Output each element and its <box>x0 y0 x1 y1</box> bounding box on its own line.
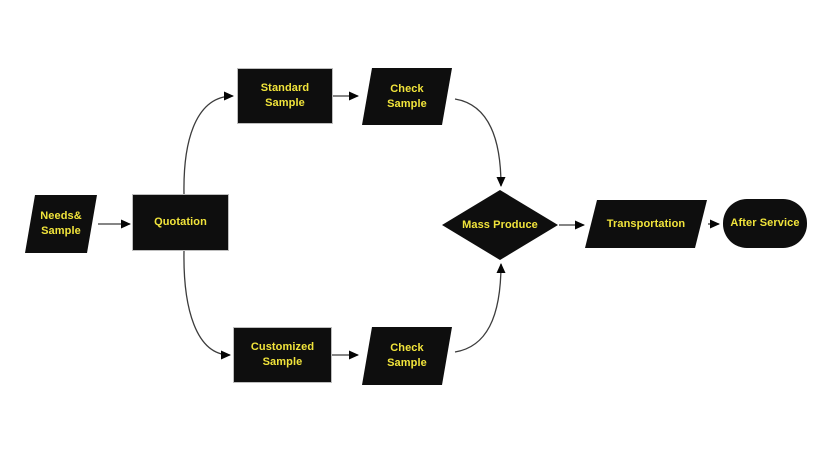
node-needs-sample-label: Needs& Sample <box>40 210 82 237</box>
node-transportation-label: Transportation <box>606 217 686 230</box>
node-quotation-label: Quotation <box>154 216 207 229</box>
node-needs-sample: Needs& Sample <box>25 195 97 253</box>
node-transportation: Transportation <box>585 200 707 248</box>
node-check-sample-bottom: Check Sample <box>362 327 452 385</box>
node-after-service: After Service <box>723 199 807 248</box>
edge-check-top-to-mass-produce <box>454 98 506 187</box>
node-quotation: Quotation <box>133 195 228 250</box>
node-standard-sample-label: Standard Sample <box>260 82 310 109</box>
node-customized-sample: Customized Sample <box>234 328 331 382</box>
node-check-sample-top-label: Check Sample <box>387 82 427 110</box>
edge-quotation-to-customized <box>183 250 231 360</box>
node-after-service-label: After Service <box>730 217 800 230</box>
edge-check-bottom-to-mass-produce <box>454 263 506 353</box>
node-check-sample-top: Check Sample <box>362 68 452 125</box>
node-standard-sample: Standard Sample <box>238 69 332 123</box>
node-check-sample-bottom-label: Check Sample <box>387 342 427 369</box>
edge-quotation-to-standard <box>183 91 234 195</box>
node-mass-produce-label: Mass Produce <box>462 218 538 231</box>
node-customized-sample-label: Customized Sample <box>250 341 315 368</box>
